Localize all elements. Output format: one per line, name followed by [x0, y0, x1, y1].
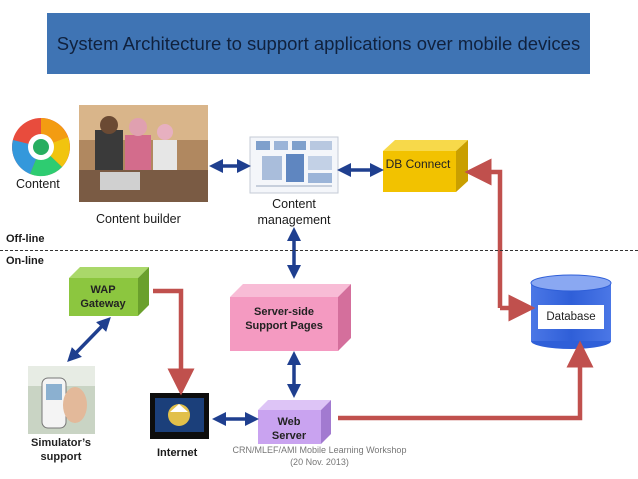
red-arrows — [153, 158, 594, 421]
database-label: Database — [546, 311, 596, 323]
server-side-label: Server-side Support Pages — [245, 306, 323, 332]
wap-gateway-box — [69, 267, 149, 316]
server-side-box — [230, 284, 351, 351]
simulator-label: Simulator’s support — [31, 437, 91, 463]
footer-line-1: CRN/MLEF/AMI Mobile Learning Workshop — [232, 445, 407, 455]
wap-gateway-label: WAP Gateway — [80, 284, 126, 310]
offline-online-divider — [0, 250, 638, 251]
content-pie-icon — [12, 118, 70, 177]
content-builder-label: Content builder — [96, 212, 181, 226]
content-builder-photo — [79, 105, 208, 202]
content-management-label: Content management — [257, 197, 331, 227]
online-label: On-line — [6, 255, 44, 267]
footer-line-2: (20 Nov. 2013) — [290, 457, 349, 467]
internet-label: Internet — [157, 447, 198, 459]
page-title: System Architecture to support applicati… — [47, 13, 590, 74]
web-server-box — [258, 400, 331, 444]
offline-label: Off-line — [6, 233, 45, 245]
web-server-label: Web Server — [271, 416, 307, 442]
arrow-database-dbconnect — [464, 158, 503, 308]
db-connect-label: DB Connect — [385, 157, 451, 171]
blue-arrows — [67, 159, 384, 426]
arrow-webserver-database — [338, 340, 594, 421]
content-management-screenshot — [249, 136, 339, 194]
footer: CRN/MLEF/AMI Mobile Learning Workshop (2… — [222, 444, 417, 468]
db-connect-box — [383, 140, 468, 192]
arrow-wap-internet — [153, 288, 195, 396]
arrow-wap-simulator — [67, 316, 111, 363]
mobile-simulator-photo — [28, 366, 95, 434]
content-label: Content — [16, 177, 60, 191]
internet-screen-icon — [150, 393, 209, 439]
